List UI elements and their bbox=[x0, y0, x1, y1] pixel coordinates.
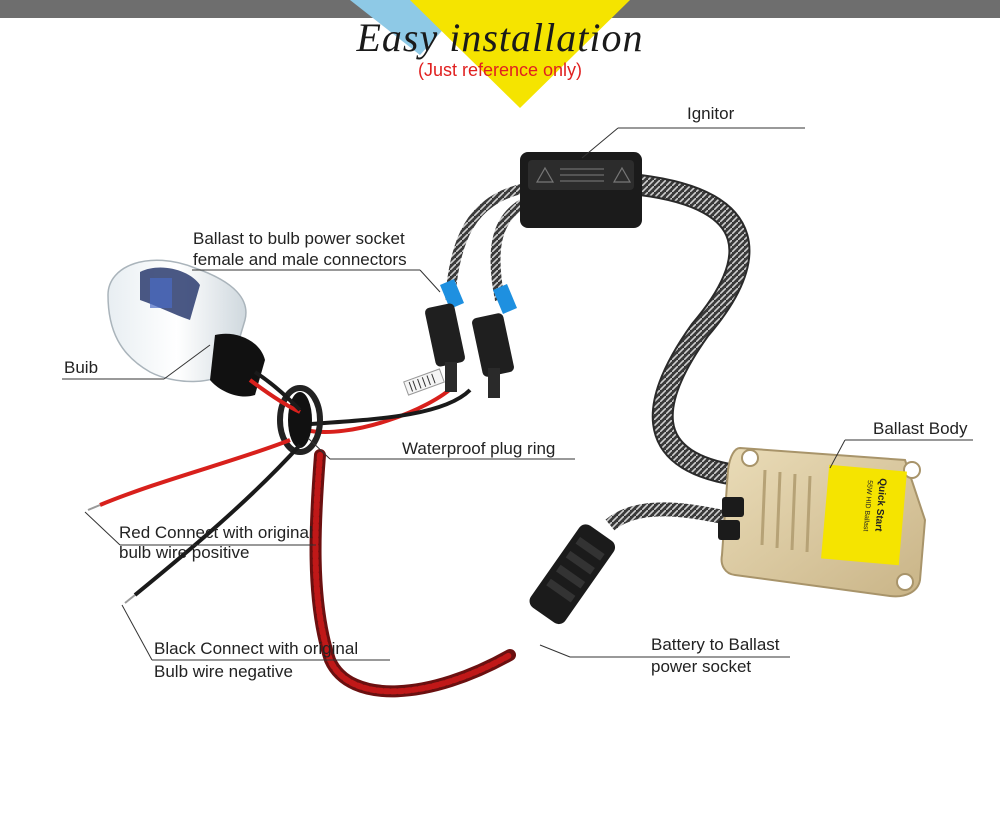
wire-red-bulb-lead bbox=[248, 378, 301, 414]
label-ballast-socket-1: Ballast to bulb power socket bbox=[193, 229, 405, 248]
braided-cable-right bbox=[490, 195, 533, 301]
page-title: Easy installation bbox=[356, 15, 644, 60]
braided-cable-battery bbox=[605, 502, 740, 531]
label-battery-2: power socket bbox=[651, 657, 752, 676]
label-waterproof-ring: Waterproof plug ring bbox=[402, 439, 556, 458]
header-decoration bbox=[350, 0, 630, 108]
label-battery-1: Battery to Ballast bbox=[651, 635, 780, 654]
wire-black-negative bbox=[133, 443, 302, 597]
label-bulb: Buib bbox=[64, 358, 99, 377]
label-ballast-body: Ballast Body bbox=[873, 419, 968, 438]
label-red-1: Red Connect with original bbox=[119, 523, 313, 542]
wire-red-upper bbox=[304, 383, 457, 434]
ignitor-box bbox=[520, 152, 642, 228]
yellow-triangle bbox=[410, 0, 630, 108]
bulb-power-connectors bbox=[403, 279, 517, 398]
label-ignitor: Ignitor bbox=[687, 104, 735, 123]
label-red-2: bulb wire positive bbox=[119, 543, 250, 562]
wire-black-bulb-lead bbox=[253, 370, 302, 412]
label-black-1: Black Connect with original bbox=[154, 639, 359, 658]
ballast-box: Quick Start 55W HID Ballast bbox=[718, 446, 927, 598]
label-ballast-socket-2: female and male connectors bbox=[193, 250, 407, 269]
leader-battery bbox=[539, 644, 571, 658]
ballast-brand-text: Quick Start bbox=[872, 478, 888, 533]
battery-socket-connector bbox=[529, 524, 616, 625]
ballast-model-text: 55W HID Ballast bbox=[862, 480, 873, 532]
page-subtitle: (Just reference only) bbox=[417, 60, 583, 80]
hid-bulb bbox=[107, 259, 323, 455]
leader-black bbox=[121, 604, 153, 661]
wire-red-positive bbox=[99, 438, 291, 507]
label-black-2: Bulb wire negative bbox=[154, 662, 293, 681]
leader-red bbox=[84, 511, 121, 546]
